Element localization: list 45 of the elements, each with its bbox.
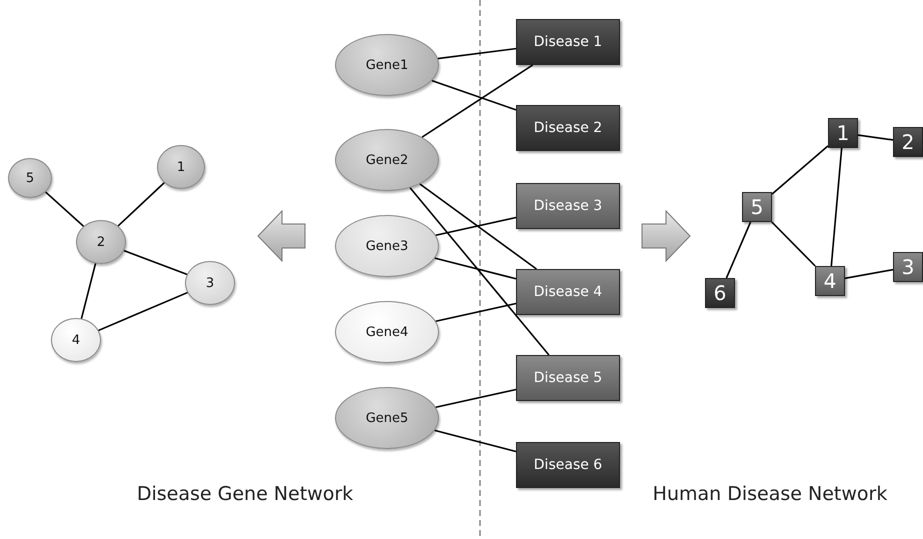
disease-node: Disease 1 bbox=[516, 19, 620, 65]
gene-node: Gene4 bbox=[335, 301, 439, 363]
network-node: 4 bbox=[815, 266, 845, 296]
disease-node: Disease 5 bbox=[516, 355, 620, 401]
connector-line bbox=[434, 257, 516, 280]
gene-node: Gene2 bbox=[335, 129, 439, 191]
connector-line bbox=[434, 430, 516, 452]
connector-line bbox=[844, 268, 894, 280]
connector-line bbox=[771, 221, 816, 267]
network-node: 6 bbox=[705, 278, 735, 308]
disease-node: Disease 3 bbox=[516, 183, 620, 229]
connector-line bbox=[726, 222, 752, 278]
connector-line bbox=[432, 80, 516, 111]
connector-line bbox=[830, 148, 842, 266]
connector-line bbox=[858, 134, 894, 141]
disease-node: Disease 6 bbox=[516, 442, 620, 488]
connector-line bbox=[438, 48, 516, 60]
connector-line bbox=[436, 302, 516, 322]
gene-node: Gene1 bbox=[335, 34, 439, 96]
disease-node: Disease 4 bbox=[516, 269, 620, 315]
connector-line bbox=[124, 250, 188, 276]
connector-line bbox=[422, 64, 534, 138]
connector-line bbox=[118, 182, 165, 227]
network-node: 2 bbox=[893, 127, 923, 157]
connector-line bbox=[98, 292, 188, 332]
network-node: 1 bbox=[828, 118, 858, 148]
connector-line bbox=[409, 187, 550, 356]
gene-node: Gene3 bbox=[335, 215, 439, 277]
network-title: Human Disease Network bbox=[652, 483, 888, 505]
network-node: 2 bbox=[76, 220, 126, 264]
disease-node: Disease 2 bbox=[516, 105, 620, 151]
network-node: 5 bbox=[742, 192, 772, 222]
network-node: 3 bbox=[185, 261, 235, 305]
connector-line bbox=[771, 145, 829, 195]
network-node: 4 bbox=[51, 318, 101, 362]
connector-line bbox=[45, 191, 84, 227]
connector-line bbox=[419, 183, 537, 270]
connector-line bbox=[436, 216, 516, 236]
connector-line bbox=[436, 388, 516, 408]
network-node: 3 bbox=[893, 252, 923, 282]
gene-node: Gene5 bbox=[335, 387, 439, 449]
connector-line bbox=[80, 263, 96, 319]
network-node: 1 bbox=[157, 145, 205, 189]
network-node: 5 bbox=[8, 158, 52, 198]
network-title: Disease Gene Network bbox=[136, 483, 354, 505]
